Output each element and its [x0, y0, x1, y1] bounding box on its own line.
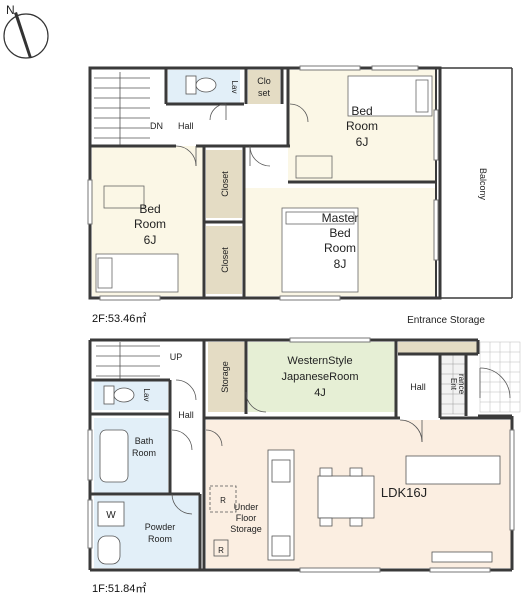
storage-label: Storage [220, 361, 230, 393]
sink-powder [97, 535, 121, 565]
under-floor-line3: Storage [230, 524, 262, 534]
area-2f-label: 2F:53.46㎡ [92, 313, 147, 325]
lav-1f-label: Lav [142, 389, 151, 402]
pantry-box [213, 539, 229, 557]
lav-2f-label: Lav [230, 81, 239, 94]
fridge-label: R [220, 496, 226, 505]
toilet-1f-bowl [113, 387, 135, 403]
bathtub [99, 429, 129, 483]
entrance-line1: Ent [449, 378, 458, 391]
room-bed-a-line1: Bed [351, 104, 372, 118]
washer-label: W [106, 510, 116, 521]
area-1f-label: 1F:51.84㎡ [92, 583, 147, 595]
powder-line2: Room [148, 534, 172, 544]
room-bed-b-line1: Bed [139, 202, 160, 216]
bath-line1: Bath [135, 436, 154, 446]
closet-small-line2: set [258, 88, 271, 98]
under-floor-line2: Floor [236, 513, 257, 523]
porch-tiles [479, 341, 521, 413]
hall-2f-label: Hall [178, 121, 194, 131]
room-master-line3: Room [324, 241, 356, 255]
stair-1f [96, 342, 160, 380]
western-line2: JapaneseRoom [281, 371, 358, 383]
balcony-label: Balcony [478, 168, 488, 201]
western-line3: 4J [314, 387, 326, 399]
western-line1: WesternStyle [287, 355, 352, 367]
washer-box [97, 501, 125, 527]
room-bed-b-line2: Room [134, 217, 166, 231]
toilet-2f [185, 75, 217, 95]
entrance-storage-label: Entrance Storage [407, 315, 485, 326]
powder-line1: Powder [145, 522, 176, 532]
up-label: UP [170, 352, 183, 362]
toilet-1f-tank [103, 385, 115, 405]
stair-2f [94, 72, 150, 146]
pantry-label: R [218, 546, 224, 555]
room-bed-a-line3: 6J [356, 135, 369, 149]
floor-2f: Bed Room 6J Bed Room 6J Master Bed Room … [87, 65, 513, 301]
room-master-line2: Bed [329, 226, 350, 240]
room-bed-a-line2: Room [346, 119, 378, 133]
tv-board [431, 551, 493, 563]
closet-2-label: Closet [220, 247, 230, 273]
closet-small-line1: Clo [257, 76, 271, 86]
kitchen-sink [271, 459, 291, 483]
sofa [405, 455, 501, 485]
compass: N [3, 3, 49, 59]
fridge-box [209, 485, 237, 513]
entrance-line2: rance [457, 374, 466, 395]
room-bed-b-line3: 6J [144, 233, 157, 247]
hall-left-label: Hall [178, 410, 194, 420]
room-master-line1: Master [322, 211, 359, 225]
dn-label: DN [150, 121, 163, 131]
dining-table [317, 475, 375, 519]
closet-1-label: Closet [220, 171, 230, 197]
room-master-line4: 8J [334, 257, 347, 271]
bath-line2: Room [132, 448, 156, 458]
floor-1f: Entrance Storage WesternStyle JapaneseRo… [87, 315, 521, 573]
compass-letter: N [6, 3, 15, 17]
under-floor-line1: Under [234, 502, 259, 512]
ldk-label: LDK16J [381, 485, 427, 500]
stove [271, 535, 291, 557]
hall-right-label: Hall [410, 382, 426, 392]
